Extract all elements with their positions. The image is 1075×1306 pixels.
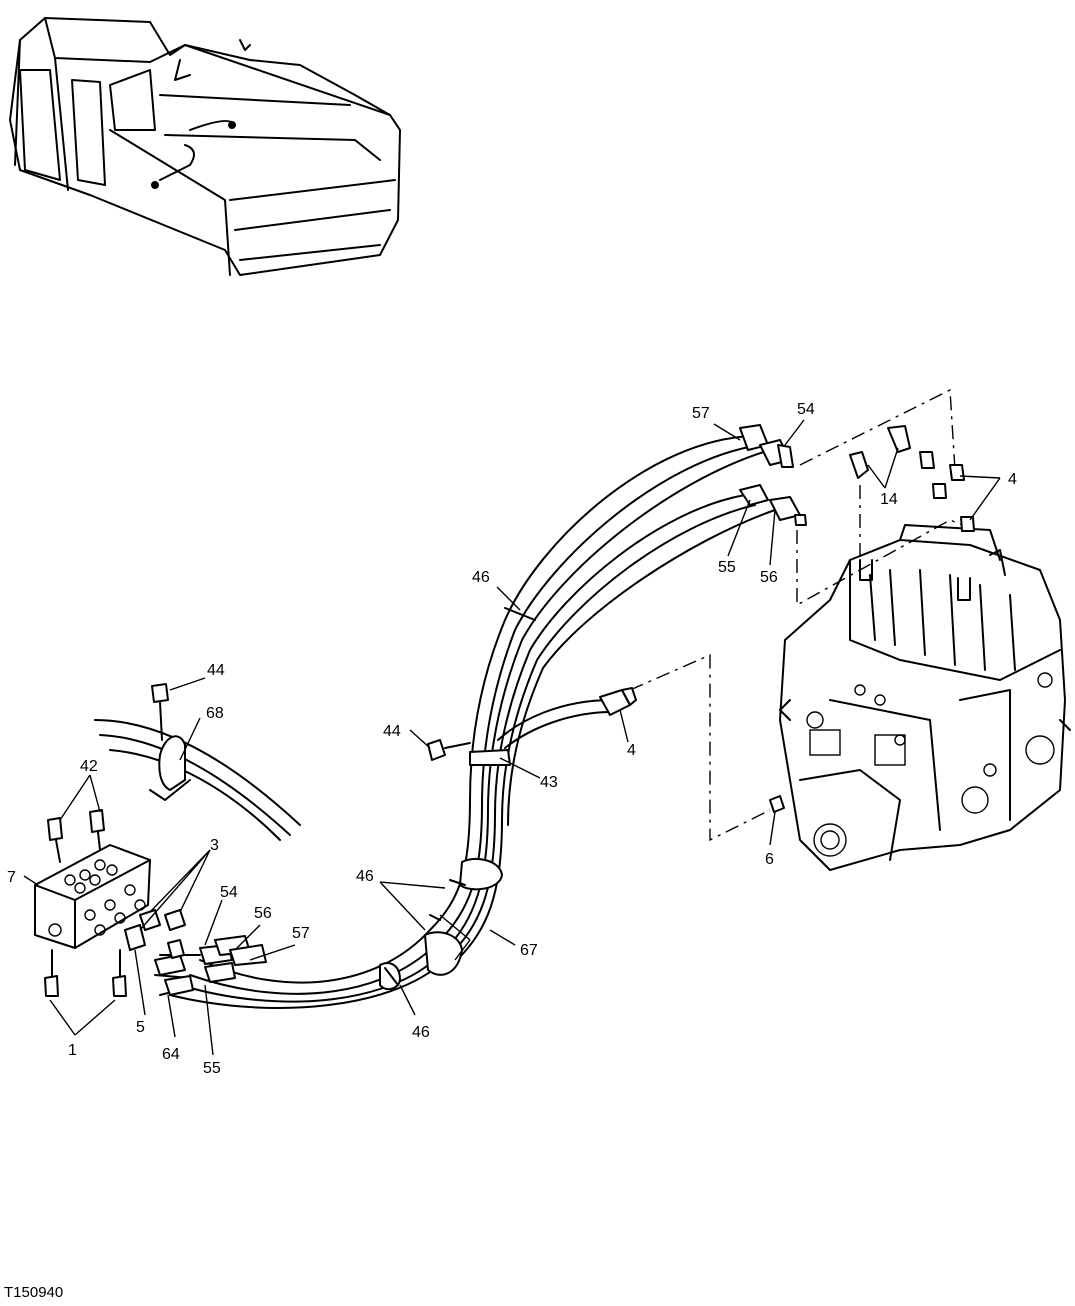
callout-57-bottom: 57 xyxy=(292,925,310,942)
callout-46-top: 46 xyxy=(472,569,490,586)
callout-4-top: 4 xyxy=(1008,471,1017,488)
callout-54-bottom: 54 xyxy=(220,884,238,901)
callout-54-top: 54 xyxy=(797,401,815,418)
clamp-bolt-center xyxy=(427,739,471,761)
alignment-leaders xyxy=(629,388,971,842)
callout-64: 64 xyxy=(162,1046,180,1063)
callout-3: 3 xyxy=(210,837,219,854)
callout-55-bottom: 55 xyxy=(203,1060,221,1077)
figure-id: T150940 xyxy=(4,1284,63,1301)
callout-5: 5 xyxy=(136,1019,145,1036)
callout-55-top: 55 xyxy=(718,559,736,576)
callout-56-top: 56 xyxy=(760,569,778,586)
callout-42: 42 xyxy=(80,758,98,775)
control-valve-assembly xyxy=(779,524,1071,871)
leader-lines xyxy=(23,419,1001,1056)
callout-46-bottom: 46 xyxy=(412,1024,430,1041)
manifold-side-fittings xyxy=(124,909,186,959)
manifold-top-fittings xyxy=(47,809,105,863)
callout-labels: 57 54 14 4 55 56 46 44 43 4 6 44 68 42 7… xyxy=(7,401,1017,1077)
callout-1: 1 xyxy=(68,1042,77,1059)
callout-44-left: 44 xyxy=(207,662,225,679)
manifold-block xyxy=(34,844,151,949)
callout-67: 67 xyxy=(520,942,538,959)
line-clamp-assembly xyxy=(94,683,301,841)
callout-46-middle: 46 xyxy=(356,868,374,885)
callout-68: 68 xyxy=(206,705,224,722)
callout-14: 14 xyxy=(880,491,898,508)
callout-44-center: 44 xyxy=(383,723,401,740)
callout-57-top: 57 xyxy=(692,405,710,422)
valve-top-fittings xyxy=(769,425,975,813)
callout-4-center: 4 xyxy=(627,742,636,759)
callout-43: 43 xyxy=(540,774,558,791)
manifold-mount-bolts xyxy=(44,949,127,997)
callout-56-bottom: 56 xyxy=(254,905,272,922)
callout-7: 7 xyxy=(7,869,16,886)
excavator-overview-illustration xyxy=(9,17,401,276)
hose-harness xyxy=(154,424,807,1009)
callout-6: 6 xyxy=(765,851,774,868)
